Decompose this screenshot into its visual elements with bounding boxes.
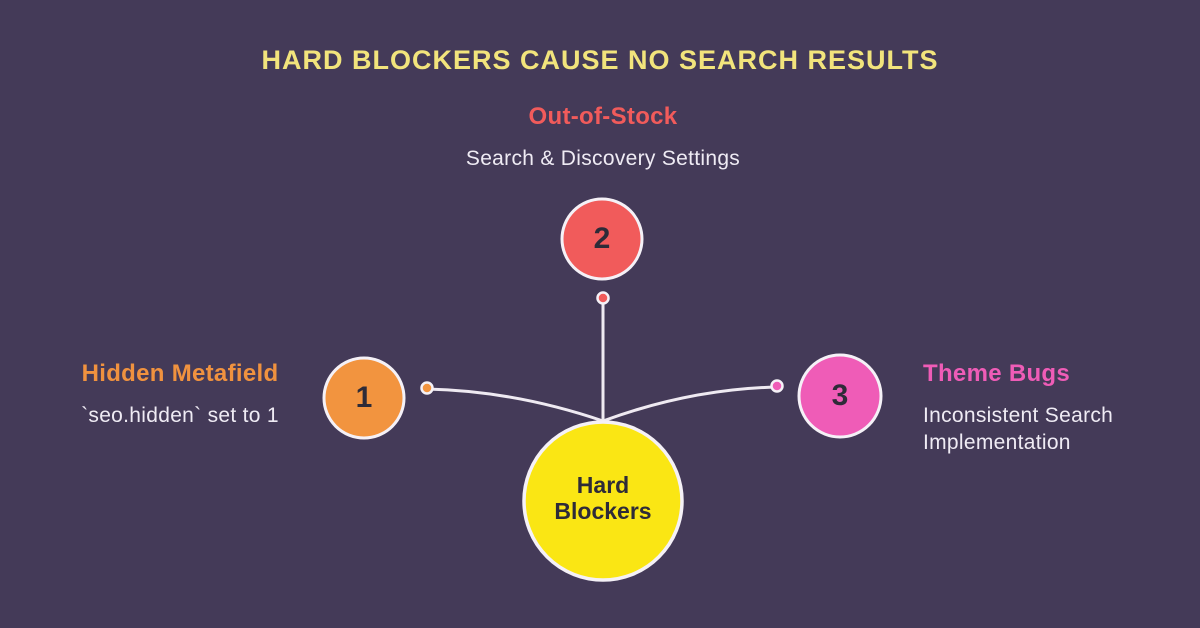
node-2-number: 2 bbox=[593, 222, 611, 255]
node-circle-3 bbox=[797, 353, 883, 439]
node-3-subtitle: Inconsistent Search Implementation bbox=[923, 404, 1114, 454]
node-2-title: Out-of-Stock bbox=[528, 103, 678, 130]
page-title: HARD BLOCKERS CAUSE NO SEARCH RESULTS bbox=[261, 45, 939, 75]
node-3-number: 3 bbox=[831, 379, 849, 412]
connector-line-3 bbox=[601, 385, 779, 423]
node-circle-2 bbox=[560, 197, 644, 281]
node-1-number: 1 bbox=[355, 381, 373, 414]
center-circle-label: Hard Blockers bbox=[554, 472, 652, 524]
connector-dot-2 bbox=[596, 291, 610, 305]
node-2-subtitle: Search & Discovery Settings bbox=[465, 147, 741, 170]
node-circle-1 bbox=[322, 356, 406, 440]
connector-line-1 bbox=[425, 387, 605, 423]
node-1-title: Hidden Metafield bbox=[81, 360, 279, 387]
center-circle bbox=[522, 420, 684, 582]
node-2-text-block: Out-of-Stock Search & Discovery Settings bbox=[300, 103, 906, 172]
node-1-text-block: Hidden Metafield `seo.hidden` set to 1 bbox=[20, 360, 340, 429]
node-3-text-block: Theme Bugs Inconsistent Search Implement… bbox=[923, 360, 1153, 456]
node-1-subtitle: `seo.hidden` set to 1 bbox=[81, 404, 279, 427]
node-3-title: Theme Bugs bbox=[923, 360, 1071, 387]
connector-dot-3 bbox=[770, 379, 784, 393]
connector-dot-1 bbox=[420, 381, 434, 395]
